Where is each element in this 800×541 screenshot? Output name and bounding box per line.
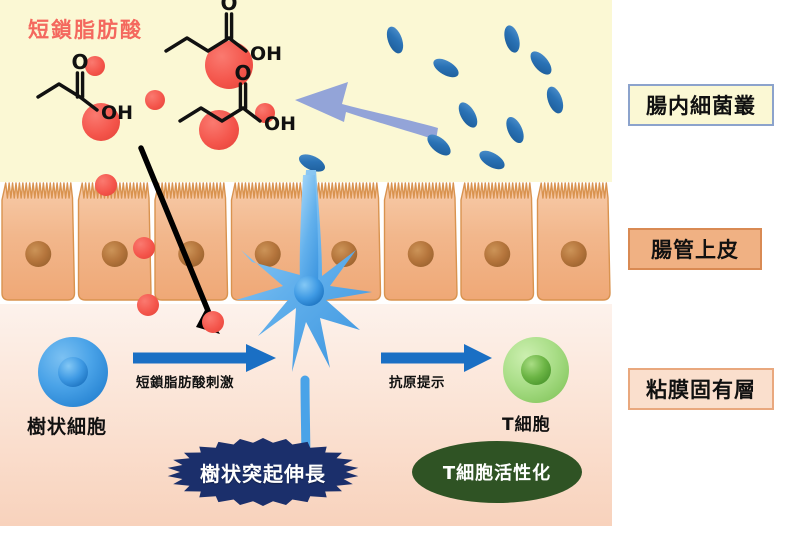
scfa-particle <box>205 41 253 89</box>
scfa-particle <box>202 311 224 333</box>
dendritic-cell-label: 樹状細胞 <box>27 416 108 438</box>
antigen-presentation-arrow <box>381 344 492 372</box>
resting-dendritic-cell <box>38 337 108 407</box>
dendrite-extension-label: 樹状突起伸長 <box>200 461 326 486</box>
curved-arrow-bacteria-to-scfa <box>295 82 438 140</box>
svg-text:O: O <box>234 61 251 85</box>
svg-text:OH: OH <box>264 113 296 135</box>
bacterium <box>506 116 524 144</box>
t-cell-activation-label: T細胞活性化 <box>442 463 552 484</box>
bacterium <box>530 51 552 75</box>
butyric-acid-2: O OH <box>178 61 296 135</box>
scfa-stimulation-arrow <box>133 344 276 372</box>
svg-text:O: O <box>220 0 237 15</box>
bacterium <box>427 134 451 156</box>
scfa-particle <box>255 103 275 123</box>
legend-intestinal-flora: 腸内細菌叢 <box>628 84 774 126</box>
activated-dendritic-cell <box>236 170 372 475</box>
svg-text:O: O <box>71 50 88 74</box>
legend-intestinal-epithelium: 腸管上皮 <box>628 228 762 270</box>
t-cell-activation-callout: T細胞活性化 <box>412 441 582 503</box>
scfa-particle <box>95 174 117 196</box>
scfa-particle <box>82 103 120 141</box>
scfa-particle <box>133 237 155 259</box>
scfa-particle-group <box>82 41 275 333</box>
bacterium <box>504 25 520 53</box>
intestinal-epithelium-layer <box>0 182 612 304</box>
scfa-stimulation-label: 短鎖脂肪酸刺激 <box>136 375 234 391</box>
scfa-title-label: 短鎖脂肪酸 <box>28 18 143 42</box>
t-cell-label: T細胞 <box>502 415 551 435</box>
scfa-particle <box>145 90 165 110</box>
bacterium <box>458 102 478 128</box>
svg-text:OH: OH <box>101 102 133 124</box>
svg-text:OH: OH <box>250 43 282 65</box>
antigen-presentation-label: 抗原提示 <box>389 375 445 391</box>
bacterium <box>386 26 404 54</box>
bacterium <box>479 150 505 170</box>
starburst-shape <box>167 438 359 506</box>
bacteria-group <box>298 25 564 172</box>
legend-lamina-propria: 粘膜固有層 <box>628 368 774 410</box>
scfa-particle <box>85 56 105 76</box>
t-cell <box>503 337 569 403</box>
scfa-particle <box>199 110 239 150</box>
propionic-acid: O OH <box>36 50 133 124</box>
dendrite-extension-callout: 樹状突起伸長 <box>165 437 361 507</box>
epithelial-cell-row <box>1 182 611 301</box>
bacterium <box>546 86 564 114</box>
scfa-particle <box>137 294 159 316</box>
bacterium <box>433 58 459 78</box>
butyric-acid: O OH <box>164 0 282 65</box>
bacterium <box>298 154 326 172</box>
